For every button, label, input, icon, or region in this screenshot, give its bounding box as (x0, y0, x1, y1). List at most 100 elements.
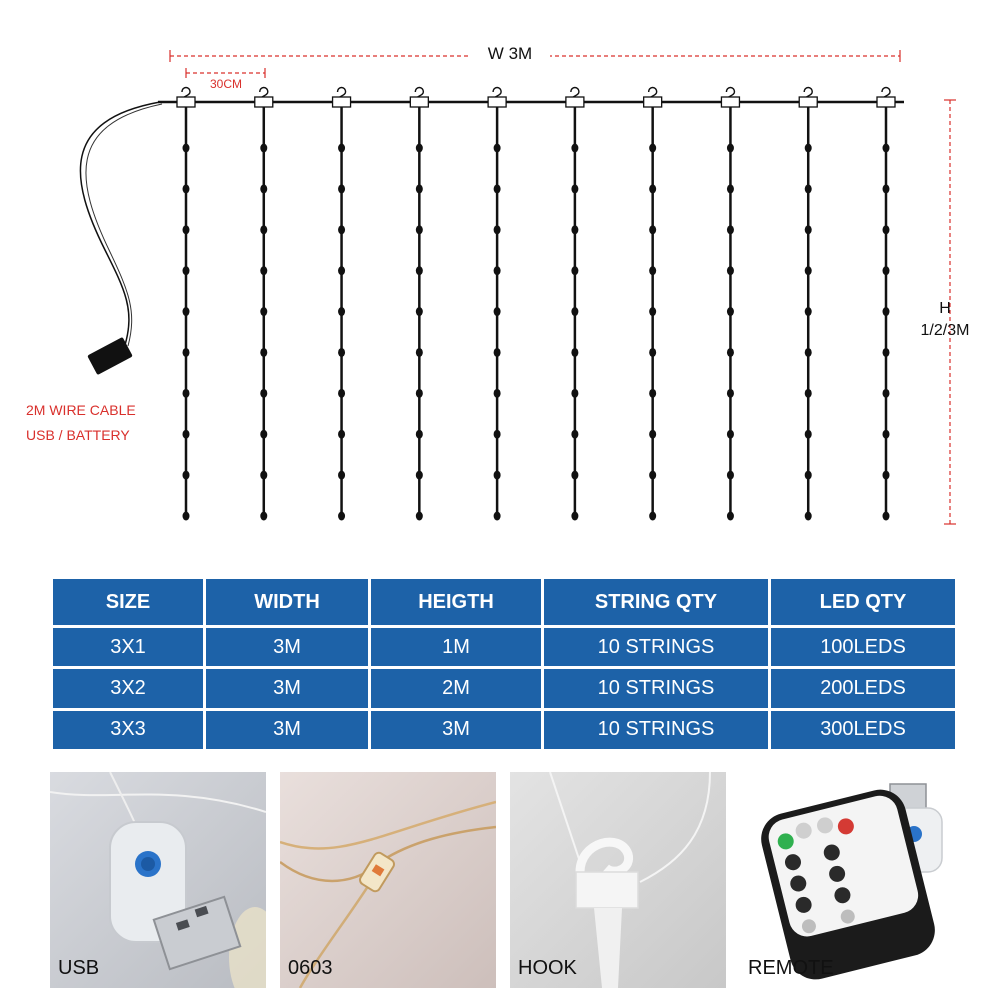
light-string (331, 86, 352, 521)
spec-table: SIZE WIDTH HEIGTH STRING QTY LED QTY 3X1… (50, 576, 958, 752)
led-bead (260, 511, 268, 521)
table-header-row: SIZE WIDTH HEIGTH STRING QTY LED QTY (53, 579, 955, 625)
lead-cable (79, 101, 161, 346)
led-bead (493, 184, 501, 194)
led-bead (493, 143, 501, 153)
led-bead (649, 225, 657, 235)
led-bead (493, 225, 501, 235)
led-bead (571, 470, 579, 480)
width-label: W 3M (470, 44, 550, 64)
led-bead (571, 307, 579, 317)
led-bead (260, 266, 268, 276)
led-bead (260, 429, 268, 439)
cell-width: 3M (206, 710, 368, 749)
led-bead (804, 225, 812, 235)
led-bead (804, 307, 812, 317)
led-bead (182, 470, 190, 480)
led-bead (804, 143, 812, 153)
light-string (487, 86, 507, 521)
table-row: 3X1 3M 1M 10 STRINGS 100LEDS (53, 628, 955, 667)
led-bead (804, 511, 812, 521)
led-bead (882, 143, 890, 153)
height-dimension-line (944, 99, 956, 525)
cell-height: 3M (371, 710, 541, 749)
led-bead (338, 347, 346, 357)
led-bead (571, 184, 579, 194)
led-bead (260, 225, 268, 235)
cable-label-line2: USB / BATTERY (26, 427, 130, 443)
led-bead (804, 184, 812, 194)
light-string (409, 86, 429, 521)
led-bead (571, 388, 579, 398)
remote-control-icon (761, 783, 943, 980)
cell-size: 3X2 (53, 669, 203, 708)
led-bead (415, 347, 423, 357)
led-bead (338, 388, 346, 398)
led-bead (338, 225, 346, 235)
curtain-light-diagram: W 3M 30CM H 1/2/3M 2M WIRE CABLE USB / B… (26, 44, 990, 525)
wire-clip (643, 96, 663, 108)
header-width: WIDTH (206, 579, 368, 625)
header-height: HEIGTH (371, 579, 541, 625)
led-bead (882, 470, 890, 480)
led-bead (182, 266, 190, 276)
photo-hook: HOOK (510, 772, 726, 988)
height-label: H 1/2/3M (900, 298, 990, 342)
led-bead (415, 429, 423, 439)
light-string (798, 86, 818, 521)
led-bead (415, 388, 423, 398)
led-bead (649, 307, 657, 317)
led-bead (338, 429, 346, 439)
cell-string-qty: 10 STRINGS (544, 628, 768, 667)
wire-clip (798, 96, 818, 108)
led-bead (260, 388, 268, 398)
photo-caption-usb: USB (58, 957, 100, 979)
led-bead (882, 184, 890, 194)
led-bead (726, 184, 734, 194)
led-bead (882, 511, 890, 521)
light-string (876, 86, 896, 521)
height-label-line1: H (939, 300, 951, 317)
spacing-label: 30CM (209, 77, 242, 91)
photo-led: 0603 (280, 772, 496, 988)
led-bead (338, 266, 346, 276)
led-bead (804, 347, 812, 357)
led-bead (493, 511, 501, 521)
led-bead (182, 225, 190, 235)
wire-clip (720, 96, 741, 108)
cell-string-qty: 10 STRINGS (544, 710, 768, 749)
table-row: 3X3 3M 3M 10 STRINGS 300LEDS (53, 710, 955, 749)
led-bead (182, 388, 190, 398)
photo-caption-hook: HOOK (518, 957, 577, 979)
led-bead (882, 225, 890, 235)
cell-size: 3X3 (53, 710, 203, 749)
led-bead (804, 266, 812, 276)
led-bead (571, 225, 579, 235)
led-bead (726, 511, 734, 521)
cell-height: 1M (371, 628, 541, 667)
led-bead (649, 184, 657, 194)
led-bead (726, 388, 734, 398)
led-bead (882, 429, 890, 439)
led-bead (182, 429, 190, 439)
wire-clip (876, 96, 896, 108)
hook-icon (549, 772, 711, 988)
photo-caption-led: 0603 (288, 957, 333, 979)
led-bead (571, 347, 579, 357)
led-bead (338, 184, 346, 194)
wire-clip (331, 96, 352, 108)
led-bead (649, 470, 657, 480)
led-bead (338, 511, 346, 521)
led-bead (415, 225, 423, 235)
led-bead (493, 347, 501, 357)
wire-clip (254, 96, 274, 108)
led-bead (726, 266, 734, 276)
led-bead (726, 429, 734, 439)
header-string-qty: STRING QTY (544, 579, 768, 625)
cell-led-qty: 300LEDS (771, 710, 955, 749)
led-bead (493, 388, 501, 398)
led-bead (726, 347, 734, 357)
wire-clip (487, 96, 507, 108)
led-bead-icon (280, 800, 496, 988)
led-bead (260, 143, 268, 153)
